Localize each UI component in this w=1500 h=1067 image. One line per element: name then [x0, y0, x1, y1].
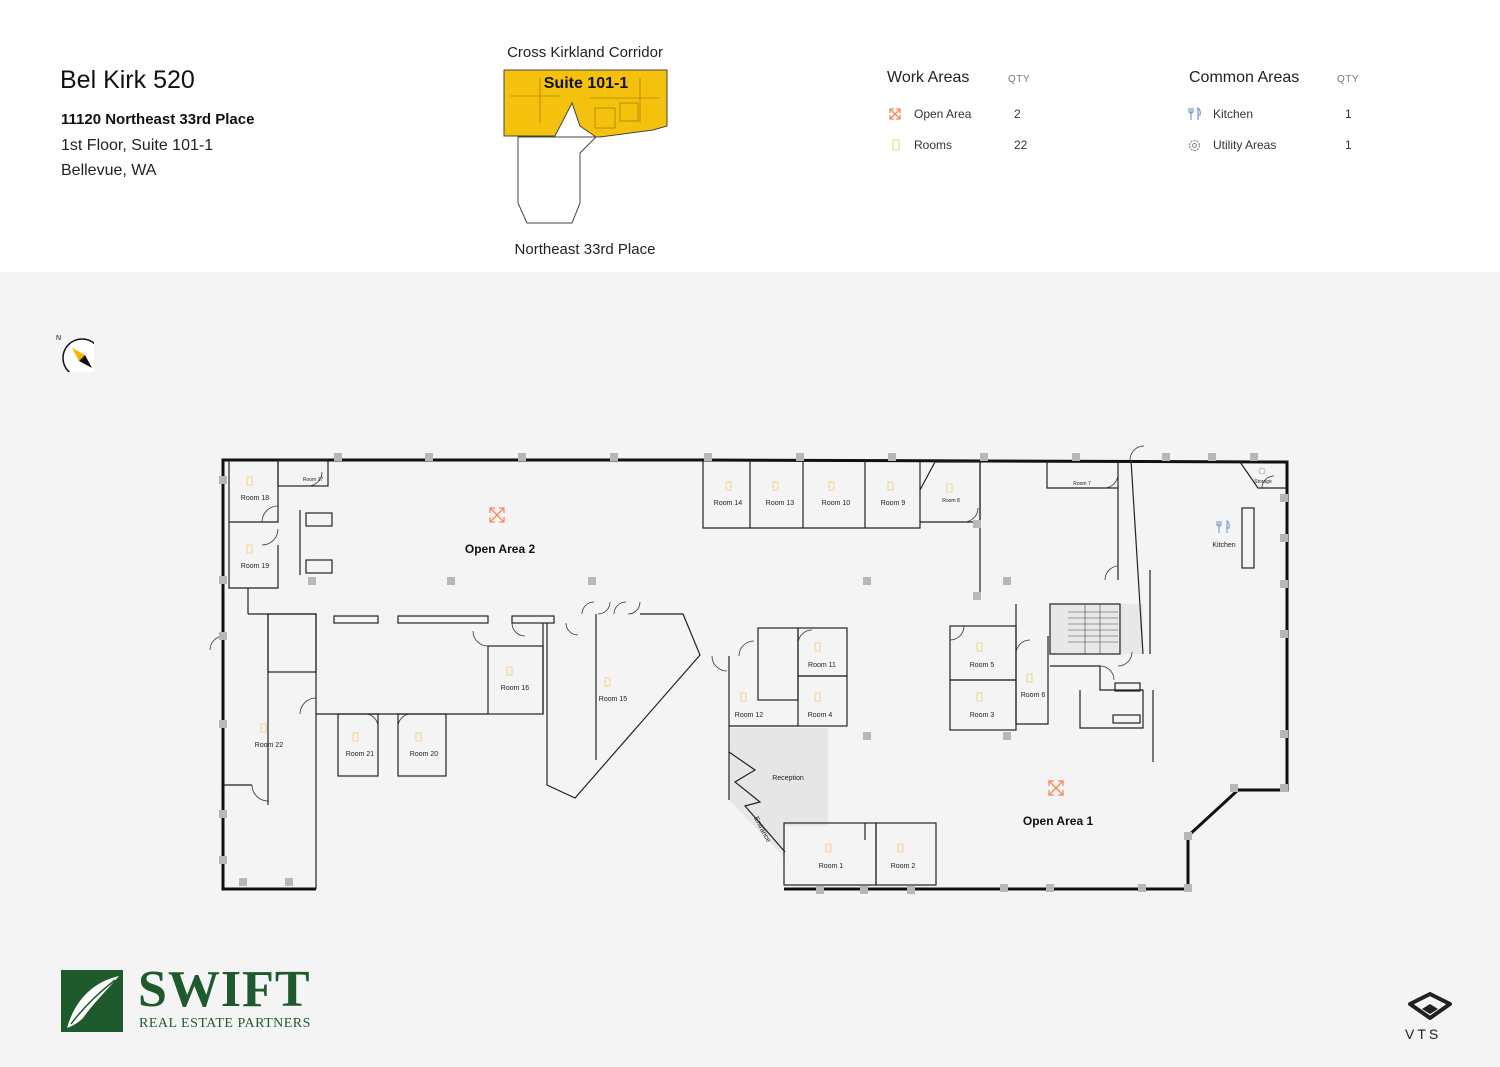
- expand-arrows-icon: [889, 108, 901, 120]
- vts-logo-text: VTS: [1405, 1026, 1442, 1042]
- swift-logo-subtitle: REAL ESTATE PARTNERS: [139, 1016, 311, 1031]
- room-16-label: Room 16: [501, 685, 530, 692]
- compass-north-label: N: [56, 335, 61, 342]
- legend-rooms-qty: 22: [1014, 138, 1028, 152]
- room-12-label: Room 12: [735, 712, 764, 719]
- open-area-2-label: Open Area 2: [465, 542, 536, 556]
- room-20-label: Room 20: [410, 751, 439, 758]
- room-13-label: Room 13: [766, 500, 795, 507]
- fork-knife-icon: [1188, 107, 1201, 120]
- keyplan-map: [503, 69, 668, 224]
- kitchen-label: Kitchen: [1212, 542, 1235, 549]
- common-areas-qty-heading: QTY: [1337, 74, 1360, 85]
- stair-shade: [1050, 604, 1143, 654]
- room-11-label: Room 11: [808, 662, 836, 669]
- room-17-label: Room 17: [303, 477, 324, 483]
- exterior-wall: [221, 458, 1289, 891]
- common-areas-heading: Common Areas: [1189, 69, 1300, 86]
- keyplan-suite-label: Suite 101-1: [543, 75, 629, 92]
- legend-open-area-label: Open Area: [914, 107, 972, 121]
- swift-logo-text: SWIFT: [138, 961, 311, 1018]
- keyplan-building-outline: [517, 136, 598, 224]
- keyplan-suite-highlight: [503, 69, 668, 138]
- building-title: Bel Kirk 520: [60, 66, 195, 94]
- storage-label: Storage: [1254, 479, 1272, 485]
- header-panel: [0, 0, 1500, 272]
- room-14-label: Room 14: [714, 500, 743, 507]
- room-19-label: Room 19: [241, 563, 270, 570]
- kitchen-icon: [1216, 520, 1230, 533]
- door-icon: [892, 139, 900, 151]
- swift-feather-logo-icon: [61, 970, 123, 1032]
- room-8-label: Room 8: [942, 498, 960, 504]
- interior-walls: [223, 459, 1287, 889]
- work-areas-qty-heading: QTY: [1008, 74, 1031, 85]
- open-area-icons: [489, 507, 1064, 796]
- room-10-label: Room 10: [822, 500, 851, 507]
- room-4-label: Room 4: [808, 712, 833, 719]
- floor-suite: 1st Floor, Suite 101-1: [61, 137, 214, 154]
- keyplan-bottom-street: Northeast 33rd Place: [514, 241, 656, 258]
- room-9-label: Room 9: [881, 500, 906, 507]
- room-5-label: Room 5: [970, 662, 995, 669]
- room-6-label: Room 6: [1021, 692, 1046, 699]
- keyplan-top-street: Cross Kirkland Corridor: [507, 44, 663, 61]
- door-swings: [209, 445, 1275, 802]
- vts-logo-icon: [1408, 992, 1452, 1020]
- reception-label: Reception: [772, 775, 804, 782]
- room-18-label: Room 18: [241, 495, 270, 502]
- room-2-label: Room 2: [891, 863, 916, 870]
- legend-rooms-label: Rooms: [914, 138, 953, 152]
- work-areas-heading: Work Areas: [887, 69, 970, 86]
- storage-gear-icon: [1258, 467, 1266, 475]
- compass-icon: N: [56, 335, 94, 372]
- room-1-label: Room 1: [819, 863, 844, 870]
- room-door-icons: [246, 476, 1033, 853]
- legend-utility-qty: 1: [1345, 138, 1352, 152]
- structural-columns: [219, 453, 1288, 894]
- open-area-1-label: Open Area 1: [1023, 814, 1094, 828]
- floorplan-background: [0, 272, 1500, 1067]
- legend-kitchen-label: Kitchen: [1213, 107, 1254, 121]
- building-address: 11120 Northeast 33rd Place: [61, 111, 255, 128]
- legend-open-area-qty: 2: [1014, 107, 1021, 121]
- room-7-label: Room 7: [1073, 481, 1091, 487]
- room-15-label: Room 15: [599, 696, 628, 703]
- legend-kitchen-qty: 1: [1345, 107, 1352, 121]
- reception-shade: [729, 728, 828, 858]
- room-22-label: Room 22: [255, 742, 284, 749]
- gear-icon: [1188, 139, 1201, 152]
- city-state: Bellevue, WA: [61, 162, 157, 179]
- legend-utility-label: Utility Areas: [1213, 138, 1277, 152]
- room-21-label: Room 21: [346, 751, 375, 758]
- keyplan-suite-detail: [510, 78, 660, 129]
- room-3-label: Room 3: [970, 712, 995, 719]
